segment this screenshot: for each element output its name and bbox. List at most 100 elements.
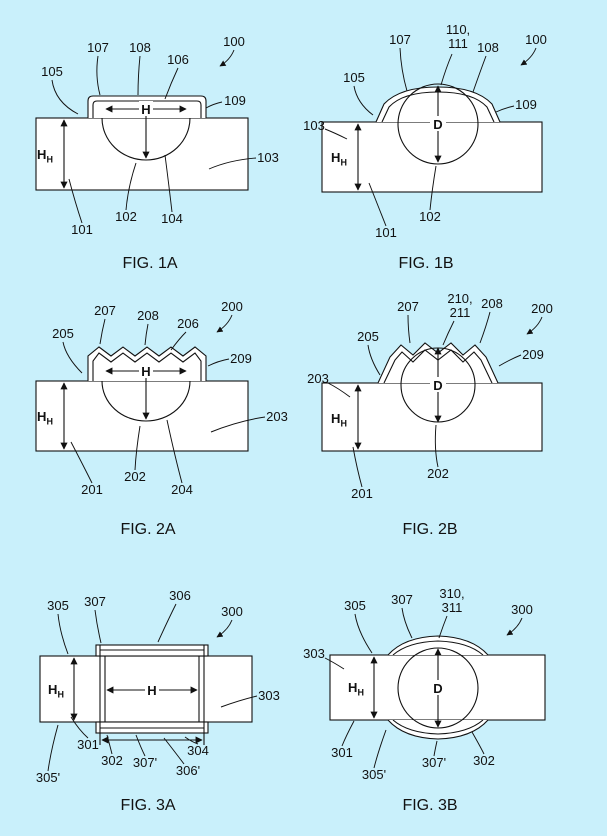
fig1b-ref-111: 111 xyxy=(448,36,468,51)
fig3a-leader-304 xyxy=(184,736,199,745)
fig3b-hh-label: HH xyxy=(348,680,364,698)
fig2a-leader-201 xyxy=(70,441,93,484)
fig3a-ref-306p: 306' xyxy=(176,763,200,778)
fig2b-leader-209 xyxy=(498,354,522,367)
fig1b-ref-109: 109 xyxy=(515,97,537,112)
fig2a-dimensions: H HH xyxy=(37,364,187,450)
fig1b-hh-label: HH xyxy=(331,150,347,168)
fig1a-ref-103: 103 xyxy=(257,150,279,165)
fig2b-ref-210: 210, xyxy=(447,291,472,306)
figure-1b: D HH 107 110, 111 108 100 105 109 103 10… xyxy=(300,8,600,283)
fig3a-ref-305p: 305' xyxy=(36,770,60,785)
fig2b-leader-210-211 xyxy=(442,320,455,346)
fig1b-ref-110: 110, xyxy=(446,22,470,37)
fig3b-ref-301: 301 xyxy=(331,745,353,760)
fig3a-leader-306 xyxy=(157,603,177,643)
fig2a-ref-205: 205 xyxy=(52,326,74,341)
fig1a-leader-102 xyxy=(125,162,137,211)
fig2a-leader-203 xyxy=(210,416,266,433)
fig3a-leader-305p xyxy=(47,724,59,772)
fig1b-d-label-bg xyxy=(430,116,446,131)
fig2b-ref-205: 205 xyxy=(357,329,379,344)
fig1a-ref-102: 102 xyxy=(115,209,137,224)
fig3a-ref-305: 305 xyxy=(47,598,69,613)
fig1a-leader-108 xyxy=(137,55,141,96)
fig1a-leaders xyxy=(51,49,257,224)
fig1b-leaders xyxy=(324,47,537,227)
fig2a-labels: 207 208 206 200 205 209 203 201 202 204 xyxy=(52,299,288,497)
fig3a-ref-307p: 307' xyxy=(133,755,157,770)
fig3a-leader-306p xyxy=(163,737,185,765)
fig1a-leader-103 xyxy=(208,157,257,170)
fig2a-ref-201: 201 xyxy=(81,482,103,497)
fig3b-leader-307 xyxy=(401,607,413,639)
fig2a-h-label-bg xyxy=(139,364,153,378)
fig2b-leader-203 xyxy=(327,382,351,398)
fig3b-ref-307p: 307' xyxy=(422,755,446,770)
fig2a-leader-207 xyxy=(99,318,106,345)
fig2a-leader-204 xyxy=(166,419,183,484)
fig2b-ref-211: 211 xyxy=(450,305,471,320)
fig3b-leader-305 xyxy=(354,613,373,654)
fig1a-h-label: H xyxy=(141,102,150,117)
figure-3b: D HH 305 307 310, 311 300 303 301 305' 3… xyxy=(300,578,600,828)
fig3b-ref-305p: 305' xyxy=(362,767,386,782)
fig1a-ref-108: 108 xyxy=(129,40,151,55)
fig3b-ref-305: 305 xyxy=(344,598,366,613)
fig1b-labels: 107 110, 111 108 100 105 109 103 101 102 xyxy=(303,22,547,240)
fig2b-leader-205 xyxy=(367,344,381,376)
fig1b-ref-107: 107 xyxy=(389,32,411,47)
fig1a-labels: 107 108 106 105 100 109 103 101 102 104 xyxy=(41,34,279,237)
fig1a-ref-107: 107 xyxy=(87,40,109,55)
fig3b-ball xyxy=(397,647,479,729)
fig3a-h-label: H xyxy=(147,683,156,698)
fig2a-hh-label: HH xyxy=(37,409,53,427)
fig2b-ref-209: 209 xyxy=(522,347,544,362)
fig2b-ref-202: 202 xyxy=(427,466,449,481)
fig1b-ball xyxy=(397,83,479,165)
fig3b-pointer-300 xyxy=(506,617,523,636)
fig2a-ref-206: 206 xyxy=(177,316,199,331)
fig3b-bottom-lens-inner xyxy=(392,719,484,735)
fig3b-dimensions: D HH xyxy=(348,648,446,728)
fig3b-leader-301 xyxy=(341,720,355,747)
fig2b-leader-207 xyxy=(407,314,411,344)
fig1b-caption: FIG. 1B xyxy=(398,255,453,272)
fig1a-ref-100: 100 xyxy=(223,34,245,49)
fig3a-leader-305 xyxy=(57,613,69,655)
fig2b-ref-200: 200 xyxy=(531,301,553,316)
figure-2a: H HH 207 208 206 200 205 209 203 201 202 xyxy=(8,285,300,552)
fig2b-caption: FIG. 2B xyxy=(402,521,457,538)
fig3a-labels: 305 307 306 300 303 301 302 307' 304 306… xyxy=(36,588,280,785)
fig1b-leader-101 xyxy=(368,182,387,227)
fig1b-ref-105: 105 xyxy=(343,70,365,85)
fig1b-substrate xyxy=(321,121,543,193)
fig2b-ref-201: 201 xyxy=(351,486,373,501)
fig2a-caption: FIG. 2A xyxy=(120,521,175,538)
fig1b-leader-102 xyxy=(429,165,437,211)
fig2a-leader-209 xyxy=(207,358,230,367)
fig2b-ref-208: 208 xyxy=(481,296,503,311)
fig2b-substrate xyxy=(321,382,543,452)
fig1a-leader-106 xyxy=(164,67,179,100)
fig2a-ref-209: 209 xyxy=(230,351,252,366)
fig1b-ref-103: 103 xyxy=(303,118,325,133)
fig3a-ref-303: 303 xyxy=(258,688,280,703)
fig1b-dimensions: D HH xyxy=(331,85,446,191)
fig3a-leader-303 xyxy=(220,695,258,708)
fig2b-hh-label: HH xyxy=(331,411,347,429)
fig2a-ref-203: 203 xyxy=(266,409,288,424)
fig1b-leader-110-111 xyxy=(440,53,453,86)
fig2a-ref-207: 207 xyxy=(94,303,116,318)
fig3b-leader-305p xyxy=(373,729,387,769)
fig1a-ref-104: 104 xyxy=(161,211,183,226)
fig3a-ref-307: 307 xyxy=(84,594,106,609)
fig2b-leaders xyxy=(327,311,543,488)
fig2b-canvas: D HH 207 210, 211 208 200 205 209 203 20… xyxy=(307,291,553,538)
fig2a-ref-204: 204 xyxy=(171,482,193,497)
fig3a-leader-307 xyxy=(94,609,102,644)
fig2a-leader-206 xyxy=(170,331,187,351)
fig3a-hh-label: HH xyxy=(48,682,64,700)
fig1a-caption: FIG. 1A xyxy=(122,255,177,272)
fig3a-leaders xyxy=(47,603,258,772)
